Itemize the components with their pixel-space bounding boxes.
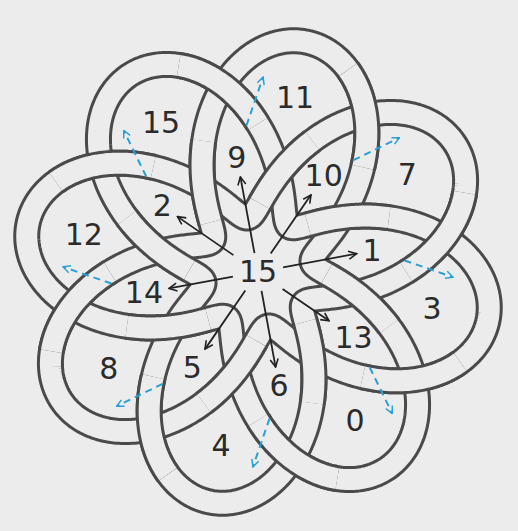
crossing-outline xyxy=(56,163,153,182)
crossing-outline xyxy=(204,341,256,403)
crossing-outline xyxy=(149,377,168,474)
crossing-body xyxy=(406,193,464,272)
crossing-outline xyxy=(348,70,367,167)
crossing-body xyxy=(260,141,312,203)
strand-outline xyxy=(27,41,489,503)
dashed-arrow xyxy=(117,384,163,406)
knot-region: 10 xyxy=(302,160,346,192)
crossing-body xyxy=(202,141,211,222)
region-number: 14 xyxy=(125,278,163,308)
crossing-outline xyxy=(406,193,464,272)
knot-region: 12 xyxy=(62,219,106,251)
crossing-outline xyxy=(51,272,109,351)
knot-region: 3 xyxy=(420,293,445,325)
knot-region: 4 xyxy=(208,430,233,462)
crossing-body xyxy=(305,322,314,403)
knot-region: 9 xyxy=(224,142,249,174)
region-arrow xyxy=(283,289,329,321)
region-number: 8 xyxy=(99,354,118,384)
knot-region: 15 xyxy=(139,107,183,139)
crossing-body xyxy=(127,319,208,328)
crossing-body xyxy=(149,377,168,474)
dashed-arrow xyxy=(370,367,392,413)
crossing-body xyxy=(51,272,109,351)
region-arrow xyxy=(205,290,245,349)
strand-body xyxy=(27,41,489,503)
region-arrow xyxy=(262,291,276,367)
knot-region: 11 xyxy=(273,82,317,114)
crossing-body xyxy=(363,362,460,381)
crossing-body xyxy=(127,218,189,270)
region-number: 7 xyxy=(398,160,417,190)
region-number: 11 xyxy=(276,83,314,113)
region-arrow xyxy=(169,277,233,289)
region-arrow xyxy=(177,217,233,256)
knot-region: 14 xyxy=(122,277,166,309)
crossing-outline xyxy=(202,141,211,222)
region-number: 15 xyxy=(142,108,180,138)
region-number: 3 xyxy=(423,294,442,324)
knot-region: 6 xyxy=(267,370,292,402)
dashed-arrows xyxy=(63,77,453,467)
knot-strand xyxy=(27,41,489,503)
dashed-arrow xyxy=(353,138,399,160)
region-number: 4 xyxy=(211,431,230,461)
crossing-outline xyxy=(327,274,389,326)
region-number: 9 xyxy=(227,143,246,173)
region-number: 13 xyxy=(335,323,373,353)
region-arrow xyxy=(271,195,311,254)
crossing-body xyxy=(308,216,389,225)
crossing-outline xyxy=(127,218,189,270)
knot-region: 2 xyxy=(150,190,175,222)
dashed-arrow xyxy=(246,77,263,125)
region-number: 10 xyxy=(305,161,343,191)
dashed-arrow xyxy=(405,260,453,277)
crossing-body xyxy=(348,70,367,167)
crossing-outline xyxy=(258,420,337,478)
dashed-arrow xyxy=(253,419,270,467)
knot-region: 5 xyxy=(180,352,205,384)
crossing-outline xyxy=(127,319,208,328)
region-number: 15 xyxy=(239,257,277,287)
crossing-outline xyxy=(179,65,258,123)
region-number: 1 xyxy=(363,236,382,266)
region-number: 5 xyxy=(183,353,202,383)
region-number: 2 xyxy=(153,191,172,221)
crossing-body xyxy=(327,274,389,326)
crossing-body xyxy=(258,420,337,478)
crossing-outline xyxy=(308,216,389,225)
crossing-outline xyxy=(363,362,460,381)
knot-region: 1 xyxy=(360,235,385,267)
crossing-body xyxy=(179,65,258,123)
crossing-body xyxy=(56,163,153,182)
knot-region: 0 xyxy=(342,405,367,437)
region-arrow xyxy=(283,254,357,268)
region-number: 12 xyxy=(65,220,103,250)
crossing-body xyxy=(204,341,256,403)
region-number: 6 xyxy=(270,371,289,401)
knot-region: 13 xyxy=(332,322,376,354)
knot-region: 15 xyxy=(236,256,280,288)
region-number: 0 xyxy=(345,406,364,436)
knot-region: 8 xyxy=(96,353,121,385)
region-arrow xyxy=(240,177,254,253)
knot-region: 7 xyxy=(395,159,420,191)
crossing-outline xyxy=(305,322,314,403)
dashed-arrow xyxy=(63,267,111,284)
crossing-outline xyxy=(260,141,312,203)
